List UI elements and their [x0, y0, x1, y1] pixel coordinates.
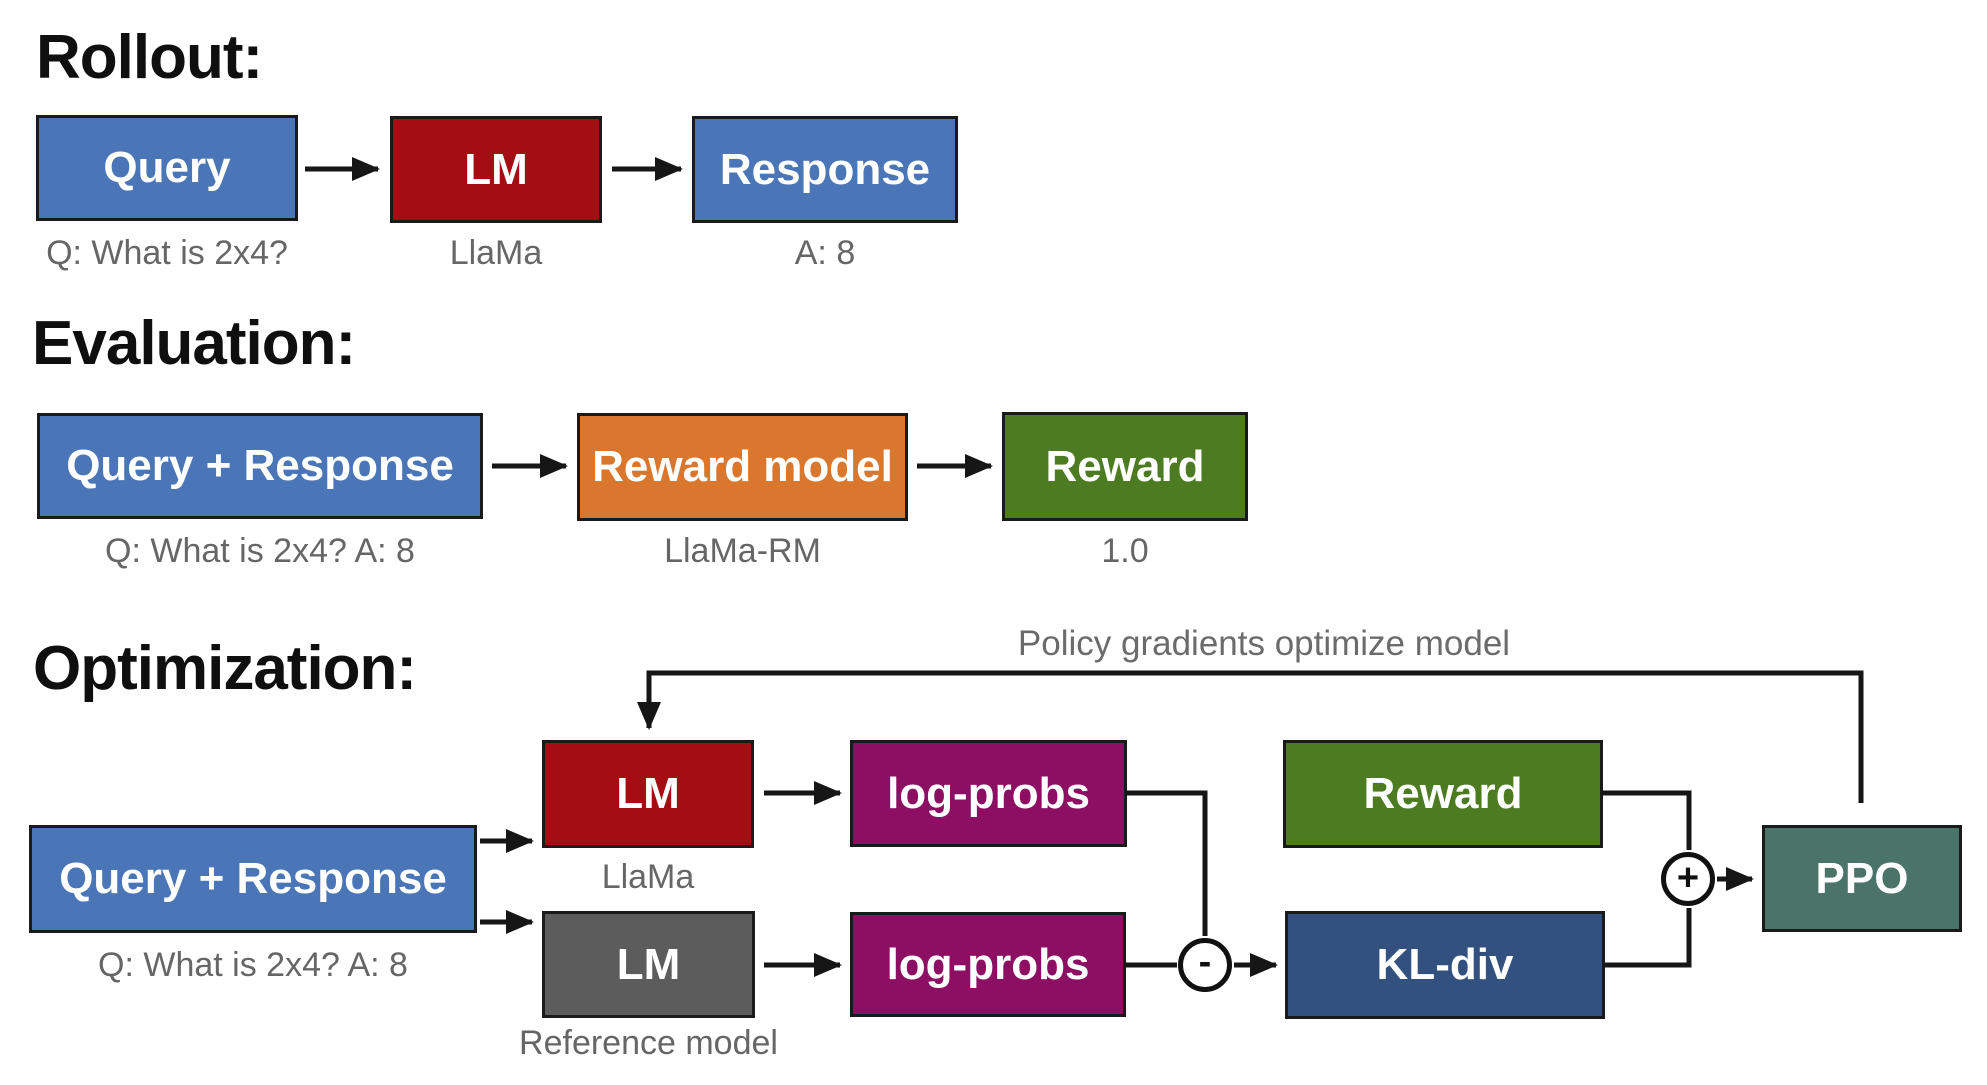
rollout-response-caption: A: 8 — [794, 234, 856, 272]
optimization-lm-reference-caption: Reference model — [519, 1024, 778, 1062]
optimization-kl-div-box: KL-div — [1285, 911, 1605, 1019]
optimization-lm-active-caption: LlaMa — [601, 858, 695, 896]
optimization-reward-box: Reward — [1283, 740, 1603, 848]
rollout-query-box: Query — [36, 115, 298, 221]
optimization-title: Optimization: — [33, 634, 417, 703]
optimization-query-response-caption: Q: What is 2x4? A: 8 — [98, 946, 408, 984]
subtract-operator-glyph: - — [1198, 941, 1212, 983]
line-reward-to-add — [1603, 790, 1692, 850]
optimization-lm-active-box: LM — [542, 740, 754, 848]
evaluation-reward-model-caption: LlaMa-RM — [664, 532, 821, 570]
subtract-operator-circle: - — [1178, 938, 1232, 992]
evaluation-reward-model-box: Reward model — [577, 413, 908, 521]
optimization-ppo-box: PPO — [1762, 825, 1962, 932]
line-logprobs-active-to-subtract — [1127, 790, 1208, 936]
optimization-lm-reference-box: LM — [542, 911, 755, 1018]
evaluation-reward-box: Reward — [1002, 412, 1248, 521]
add-operator-circle: + — [1661, 852, 1715, 906]
evaluation-reward-caption: 1.0 — [1101, 532, 1149, 570]
rollout-lm-caption: LlaMa — [449, 234, 543, 272]
evaluation-query-response-box: Query + Response — [37, 413, 483, 519]
feedback-line-policy-gradients — [637, 670, 1864, 803]
rollout-query-caption: Q: What is 2x4? — [46, 234, 288, 272]
optimization-query-response-box: Query + Response — [29, 825, 477, 933]
optimization-logprobs-active-box: log-probs — [850, 740, 1127, 847]
optimization-logprobs-reference-box: log-probs — [850, 912, 1126, 1017]
add-operator-glyph: + — [1676, 857, 1700, 899]
evaluation-query-response-caption: Q: What is 2x4? A: 8 — [105, 532, 415, 570]
policy-gradients-label: Policy gradients optimize model — [1017, 624, 1511, 663]
line-kldiv-to-add — [1605, 908, 1692, 968]
rollout-response-box: Response — [692, 116, 958, 223]
rollout-lm-box: LM — [390, 116, 602, 223]
rollout-title: Rollout: — [36, 23, 263, 92]
evaluation-title: Evaluation: — [32, 309, 356, 378]
